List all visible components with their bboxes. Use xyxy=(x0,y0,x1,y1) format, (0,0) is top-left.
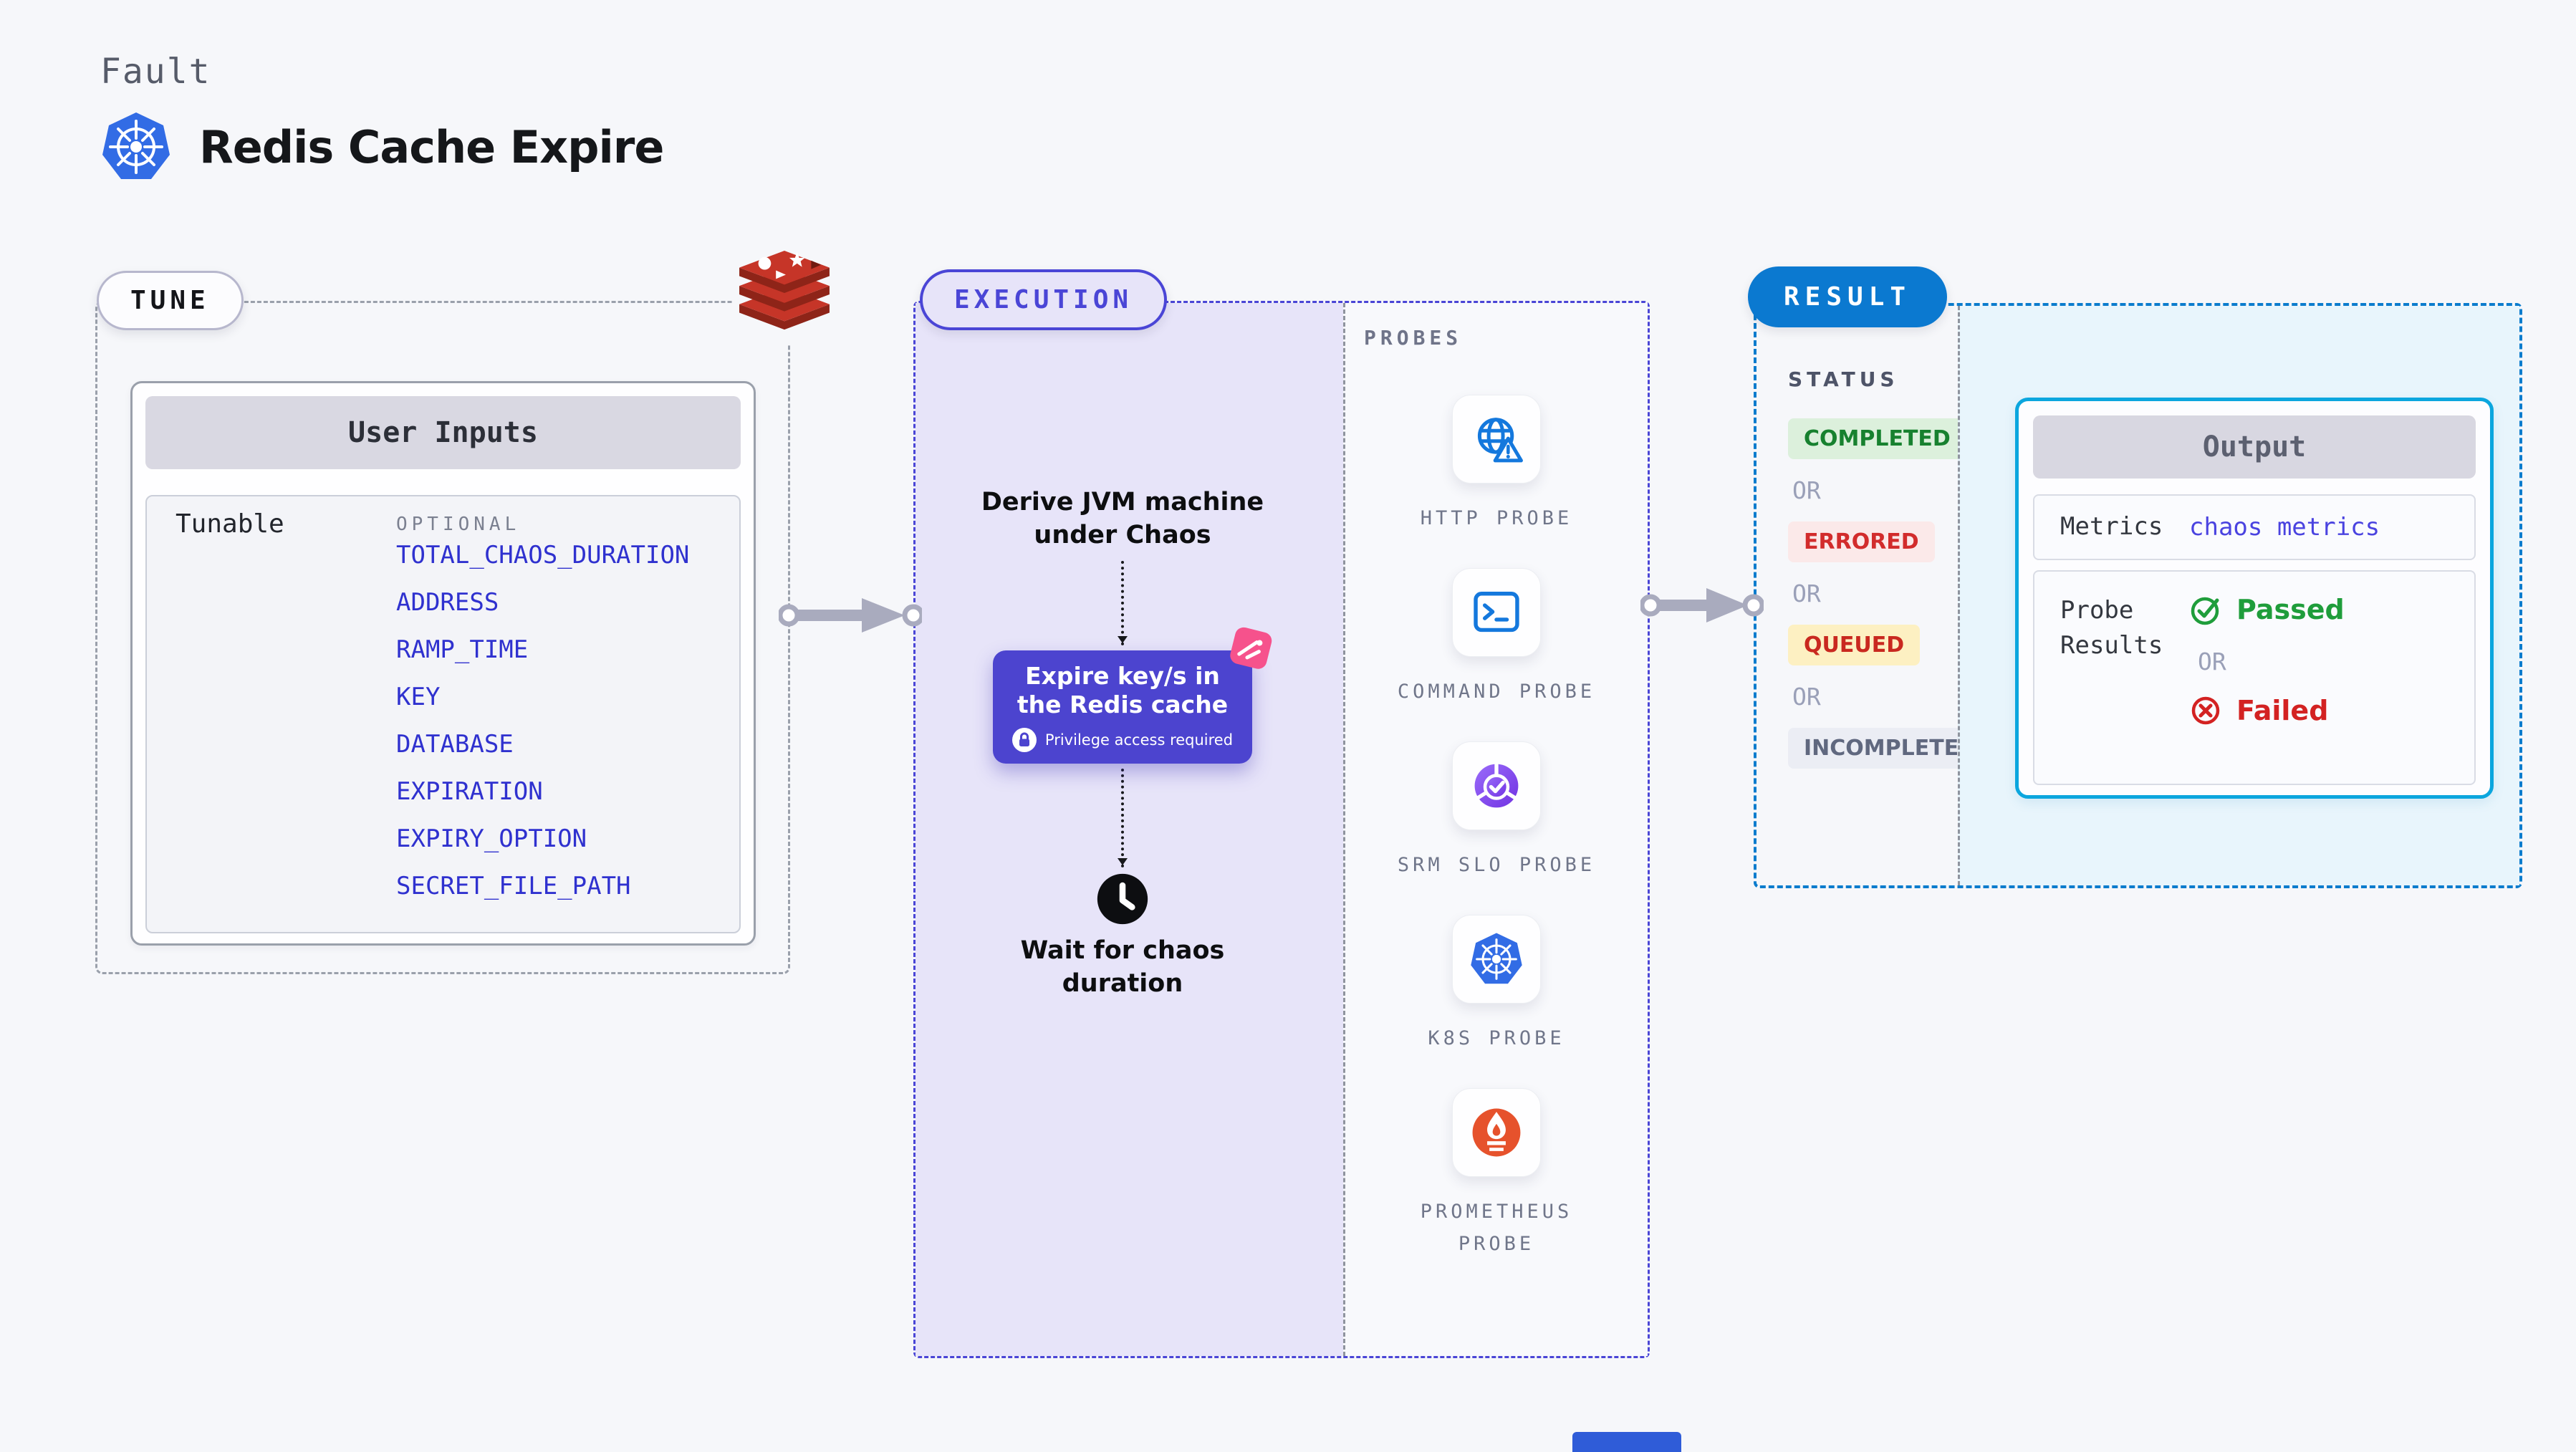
tunable-input-list: TOTAL_CHAOS_DURATION ADDRESS RAMP_TIME K… xyxy=(396,541,689,919)
tune-to-execution-arrow xyxy=(779,598,922,633)
cut-off-bottom-element xyxy=(1572,1432,1681,1452)
execution-flow: Derive JVM machine under Chaos Expire ke… xyxy=(915,303,1343,1356)
output-card: Output Metrics chaos metrics Probe Resul… xyxy=(2015,398,2494,799)
tune-badge: TUNE xyxy=(97,271,244,330)
chaos-step-card[interactable]: Expire key/s in the Redis cache Privileg… xyxy=(993,650,1252,764)
metrics-label: Metrics xyxy=(2060,512,2163,542)
title-row: Redis Cache Expire xyxy=(100,111,664,183)
privilege-note: Privilege access required xyxy=(1011,728,1233,753)
derive-step-text: Derive JVM machine under Chaos xyxy=(981,488,1264,549)
execution-to-result-arrow xyxy=(1640,588,1764,622)
status-badge-errored: ERRORED xyxy=(1788,521,1935,562)
or-label: OR xyxy=(1792,580,1821,607)
probe-item-k8s: K8S PROBE xyxy=(1428,914,1565,1055)
or-label: OR xyxy=(1792,683,1821,711)
probe-results-row: Probe Results Passed OR xyxy=(2033,570,2476,785)
probes-panel: PROBES xyxy=(1343,303,1648,1356)
flow-connector xyxy=(1118,561,1128,645)
http-probe-icon[interactable] xyxy=(1452,395,1541,484)
execution-badge: EXECUTION xyxy=(920,269,1168,330)
input-expiry-option[interactable]: EXPIRY_OPTION xyxy=(396,824,587,853)
probe-list: HTTP PROBE COMMAND PROBE xyxy=(1345,395,1648,1294)
x-circle-icon xyxy=(2191,696,2220,725)
probe-item-prometheus: PROMETHEUS PROBE xyxy=(1396,1087,1597,1261)
srm-slo-probe-icon[interactable] xyxy=(1451,741,1541,830)
input-secret-file-path[interactable]: SECRET_FILE_PATH xyxy=(396,872,631,900)
input-total-chaos-duration[interactable]: TOTAL_CHAOS_DURATION xyxy=(396,541,690,569)
tunable-panel: Tunable OPTIONAL TOTAL_CHAOS_DURATION AD… xyxy=(145,495,741,933)
k8s-probe-icon[interactable] xyxy=(1452,914,1541,1004)
probes-label: PROBES xyxy=(1364,326,1463,350)
page-kicker: Fault xyxy=(100,52,211,92)
status-badge-queued: QUEUED xyxy=(1788,625,1921,665)
metrics-row: Metrics chaos metrics xyxy=(2033,494,2476,560)
or-label: OR xyxy=(2198,648,2226,675)
result-section: STATUS COMPLETED OR ERRORED OR QUEUED OR… xyxy=(1754,303,2522,888)
lock-icon xyxy=(1011,728,1037,753)
status-badge-completed: COMPLETED xyxy=(1788,418,1966,459)
probe-results-values: Passed OR Failed xyxy=(2189,593,2345,727)
chaos-step-title: Expire key/s in the Redis cache xyxy=(1017,661,1229,718)
input-address[interactable]: ADDRESS xyxy=(396,588,499,617)
probe-item-srm-slo: SRM SLO PROBE xyxy=(1398,741,1595,882)
failed-result: Failed xyxy=(2189,694,2345,727)
prometheus-probe-icon[interactable] xyxy=(1452,1087,1541,1177)
command-probe-icon[interactable] xyxy=(1451,567,1541,657)
input-key[interactable]: KEY xyxy=(396,683,441,711)
redis-icon xyxy=(732,244,837,344)
status-column: STATUS COMPLETED OR ERRORED OR QUEUED OR… xyxy=(1756,306,1993,885)
input-expiration[interactable]: EXPIRATION xyxy=(396,777,543,806)
flow-connector xyxy=(1118,769,1128,867)
probe-item-http: HTTP PROBE xyxy=(1421,395,1573,535)
probe-item-command: COMMAND PROBE xyxy=(1398,567,1595,708)
user-inputs-title: User Inputs xyxy=(145,396,741,469)
page-title: Redis Cache Expire xyxy=(199,120,664,173)
output-area: Output Metrics chaos metrics Probe Resul… xyxy=(1958,306,2519,885)
chaos-experiment-icon xyxy=(1228,625,1275,673)
check-circle-icon xyxy=(2191,597,2219,625)
input-ramp-time[interactable]: RAMP_TIME xyxy=(396,635,529,664)
status-label: STATUS xyxy=(1788,367,1899,391)
input-database[interactable]: DATABASE xyxy=(396,730,514,759)
tune-section xyxy=(95,301,790,974)
execution-section: Derive JVM machine under Chaos Expire ke… xyxy=(913,301,1650,1358)
probe-results-label: Probe Results xyxy=(2060,596,2163,660)
result-badge: RESULT xyxy=(1748,266,1948,327)
or-label: OR xyxy=(1792,476,1821,504)
optional-label: OPTIONAL xyxy=(396,514,521,535)
user-inputs-card: User Inputs Tunable OPTIONAL TOTAL_CHAOS… xyxy=(130,381,756,946)
passed-result: Passed xyxy=(2189,593,2345,626)
kubernetes-icon xyxy=(100,111,172,183)
wait-step-text: Wait for chaos duration xyxy=(1020,936,1225,998)
output-title: Output xyxy=(2033,415,2476,479)
tunable-label: Tunable xyxy=(176,509,284,539)
metrics-value[interactable]: chaos metrics xyxy=(2189,513,2380,542)
clock-icon xyxy=(1095,872,1150,926)
